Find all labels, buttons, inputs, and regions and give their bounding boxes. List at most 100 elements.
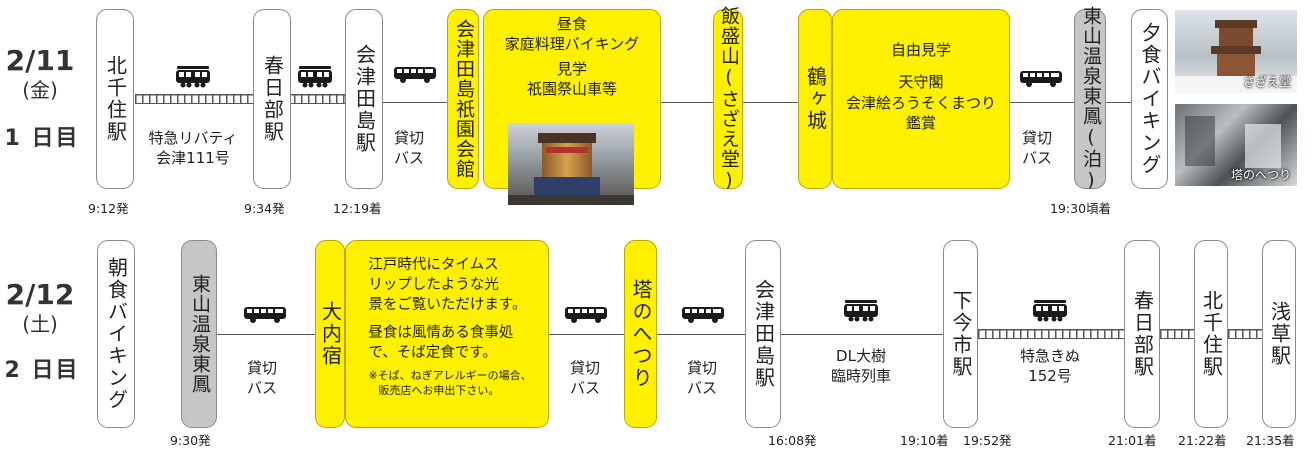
station-label: 北千住駅 [103,55,128,143]
road-line [1008,102,1074,103]
time-arrive: 21:22着 [1178,433,1227,448]
train-type: 臨時列車 [830,367,891,386]
train-number: 152号 [1028,367,1072,386]
photo-caption: さざえ堂 [1242,75,1291,89]
rail-line [978,329,1124,339]
time-depart: 16:08発 [768,433,817,448]
photo-caption: 塔のへつり [1230,168,1291,182]
train-icon [297,66,333,88]
time-depart: 19:52発 [963,433,1012,448]
time-arrive: 19:30頃着 [1050,201,1112,216]
bus-label: 貸切 バス [384,128,434,169]
station-kitasenju: 北千住駅 [96,9,134,189]
station-label: 春日部駅 [1130,290,1155,378]
bus-icon [564,306,608,324]
lunch-title: 昼食 [556,15,587,33]
time-depart: 9:34発 [244,201,285,216]
castle-box: 自由見学 天守閣 会津絵ろうそくまつり 鑑賞 [832,9,1010,189]
train-name: DL大樹 [836,347,886,365]
road-line [1105,102,1131,103]
stop-iimoriyama: 飯盛山(さざえ堂) [713,6,743,192]
rail-line [273,94,348,104]
bus-line2: バス [569,379,600,398]
hotel-higashiyama: 東山温泉東鳳 [181,240,217,428]
stop-tsurugajo: 鶴ヶ城 [798,9,832,189]
train-icon [1032,300,1068,322]
day2-weekday: (土) [22,312,58,336]
train-number: 会津111号 [156,149,230,168]
station-label: 会津田島駅 [751,279,776,389]
ouchi-lunch1: 昼食は風情ある食事処 [368,325,514,341]
bus-label: 貸切 バス [555,358,615,399]
train-icon [843,300,879,322]
train-icon [175,66,211,88]
stop-ouchijuku: 大内宿 [315,240,345,428]
bus-line2: バス [246,379,277,398]
festival-float-photo [508,123,634,205]
day2-date: 2/12 [5,278,75,311]
road-line [549,334,624,335]
road-line [368,102,448,103]
stop-label: 鶴ヶ城 [803,66,828,132]
rail-line [1228,329,1262,339]
breakfast-buffet: 朝食バイキング [97,240,135,428]
bus-line2: バス [1021,149,1052,168]
castle-keep: 天守閣 [898,73,944,92]
train-label: DL大樹 臨時列車 [811,346,911,387]
allergy-note2: 販売店へお申出下さい。 [378,383,500,397]
day2-label: 2 日目 [4,358,80,383]
allergy-note1: ※そば、ねぎアレルギーの場合、 [368,369,532,382]
dinner-label: 夕食バイキング [1138,22,1162,176]
day1-date: 2/11 [5,44,75,77]
bus-label: 貸切 バス [1012,128,1062,169]
station-aizutajima: 会津田島駅 [745,240,781,428]
rail-line [1160,329,1194,339]
ouchijuku-box: 江戸時代にタイムス リップしたような光 景をご覧いただけます。 昼食は風情ある食… [345,240,549,428]
bus-line2: バス [393,149,424,168]
visit-detail: 祇園祭山車等 [526,79,617,98]
station-label: 会津田島駅 [352,44,377,154]
castle-title: 自由見学 [890,41,951,59]
station-label: 浅草駅 [1267,301,1292,367]
bus-line2: バス [686,379,717,398]
road-line [217,334,315,335]
stop-label: 飯盛山(さざえ堂) [717,6,740,192]
breakfast-label: 朝食バイキング [104,257,129,411]
bus-icon [393,66,437,84]
bus-line1: 貸切 [393,129,424,147]
time-arrive: 21:35着 [1246,433,1295,448]
time-arrive: 12:19着 [333,201,382,216]
dinner-buffet: 夕食バイキング [1131,9,1168,189]
bus-label: 貸切 バス [232,358,292,399]
road-line [738,102,800,103]
ouchi-desc2: リップしたような光 [368,277,499,293]
ouchi-desc3: 景をご覧いただけます。 [368,297,527,313]
station-kitasenju: 北千住駅 [1194,240,1228,428]
station-shimoimaichi: 下今市駅 [943,240,978,428]
train-label: 特急きぬ 152号 [1000,346,1100,387]
hotel-label: 東山温泉東鳳(泊) [1079,6,1102,192]
train-name: 特急きぬ [1019,347,1080,365]
hotel-higashiyama: 東山温泉東鳳(泊) [1074,6,1106,192]
bus-icon [1019,70,1063,88]
lunch-detail: 家庭料理バイキング [504,35,640,54]
station-kasukabe: 春日部駅 [253,9,291,189]
stop-label: 大内宿 [318,301,343,367]
sazaedo-photo: さざえ堂 [1175,10,1297,93]
stop-label: 会津田島祇園会館 [452,19,475,179]
bus-line1: 貸切 [1021,129,1052,147]
ouchi-lunch2: で、そば定食です。 [368,345,497,361]
stop-label: 塔のへつり [629,279,653,389]
station-aizutajima: 会津田島駅 [345,9,383,189]
time-depart: 9:12発 [88,201,129,216]
rail-line [135,94,253,104]
bus-line1: 貸切 [569,359,600,377]
castle-appreciation: 鑑賞 [905,113,936,132]
time-arrive: 19:10着 [900,433,949,448]
station-kasukabe: 春日部駅 [1124,240,1160,428]
stop-tonoheztsuri: 塔のへつり [624,240,657,428]
ouchi-desc1: 江戸時代にタイムス [368,257,499,273]
station-asakusa: 浅草駅 [1262,240,1296,428]
road-line [660,102,715,103]
bus-icon [681,306,725,324]
